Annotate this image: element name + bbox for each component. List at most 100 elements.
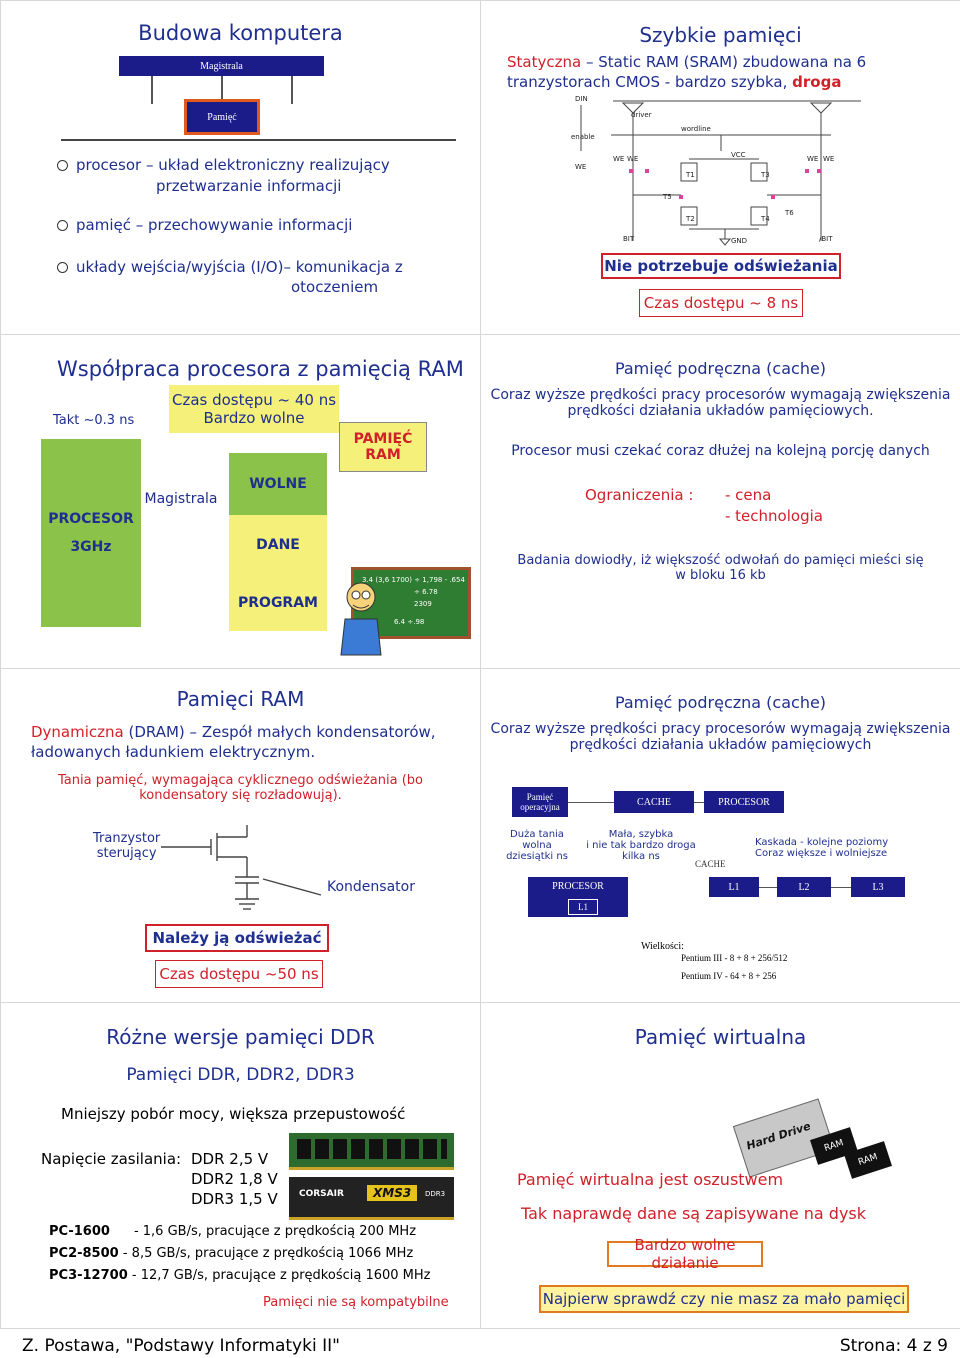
ram-module-image: CORSAIR XMS3 DDR3 xyxy=(289,1133,454,1220)
research-note: Badania dowiodły, iż większość odwołań d… xyxy=(517,553,924,583)
cache-para-2: Procesor musi czekać coraz dłużej na kol… xyxy=(511,443,930,459)
svg-text:WE: WE xyxy=(613,155,624,163)
connector xyxy=(694,802,704,803)
slide-pamieci-ram: Pamięci RAM Dynamiczna (DRAM) – Zespół m… xyxy=(0,668,481,1003)
l1-inner-box: L1 xyxy=(568,899,598,915)
incompat-note: Pamięci nie są kompatybilne xyxy=(263,1295,449,1310)
svg-text:wordline: wordline xyxy=(681,125,711,133)
pentium4-size: Pentium IV - 64 + 8 + 256 xyxy=(681,971,777,981)
limit-price: - cena xyxy=(725,486,772,504)
slide-title: Pamięć podręczna (cache) xyxy=(614,359,827,378)
check-memory-badge: Najpierw sprawdź czy nie masz za mało pa… xyxy=(539,1285,909,1313)
sram-desc-2: tranzystorach CMOS - bardzo szybka, drog… xyxy=(507,73,842,91)
bullet-dot-icon xyxy=(57,262,68,273)
virtual-note-1: Pamięć wirtualna jest oszustwem xyxy=(517,1170,784,1189)
slide-title: Współpraca procesora z pamięcią RAM xyxy=(57,357,464,381)
ram-stick-bottom: CORSAIR XMS3 DDR3 xyxy=(289,1177,454,1220)
slide-title: Pamięci RAM xyxy=(176,687,305,711)
hdd-illustration: Hard Drive RAM RAM xyxy=(732,1098,892,1179)
voltage-ddr2: DDR2 1,8 V xyxy=(191,1170,278,1188)
connector xyxy=(759,887,777,888)
procesor-l1-box: PROCESOR xyxy=(528,877,628,917)
wolne-box: WOLNE xyxy=(229,453,327,515)
cache-box: CACHE xyxy=(614,791,694,813)
no-refresh-badge: Nie potrzebuje odświeżania xyxy=(601,253,841,279)
bullet-pamiec: pamięć – przechowywanie informacji xyxy=(57,216,352,234)
bus-bar: Magistrala xyxy=(119,56,324,76)
slide-ddr: Różne wersje pamięci DDR Pamięci DDR, DD… xyxy=(0,1002,481,1329)
connector xyxy=(831,887,851,888)
svg-text:WE: WE xyxy=(823,155,834,163)
slide-pamiec-wirtualna: Pamięć wirtualna Hard Drive RAM RAM Pami… xyxy=(480,1002,960,1329)
voltage-ddr: DDR 2,5 V xyxy=(191,1150,269,1168)
svg-text:T5: T5 xyxy=(662,193,672,201)
bullet-dot-icon xyxy=(57,160,68,171)
separator xyxy=(61,139,456,141)
board-line: 3.4 (3,6 1700) ÷ 1,798 - .654 xyxy=(362,576,465,584)
voltage-label: Napięcie zasilania: xyxy=(41,1150,182,1168)
bus-arrow-2 xyxy=(221,76,223,104)
svg-text:T1: T1 xyxy=(685,171,695,179)
bullet-procesor-cont: przetwarzanie informacji xyxy=(156,177,342,195)
ram-stick-top xyxy=(289,1133,454,1170)
slide-title: Budowa komputera xyxy=(138,21,343,45)
magistrala-label: Magistrala xyxy=(144,491,218,507)
svg-text:BIT: BIT xyxy=(623,235,635,243)
sram-desc: Statyczna – Static RAM (SRAM) zbudowana … xyxy=(507,53,867,71)
ddr-benefit: Mniejszy pobór mocy, większa przepustowo… xyxy=(61,1105,406,1123)
slide-title: Pamięć wirtualna xyxy=(634,1025,807,1049)
bullet-procesor: procesor – układ elektroniczny realizują… xyxy=(57,156,390,174)
l1-box: L1 xyxy=(709,877,759,897)
svg-text:T4: T4 xyxy=(760,215,770,223)
svg-text:VCC: VCC xyxy=(731,151,746,159)
sizes-label: Wielkości: xyxy=(641,941,684,952)
pentium3-size: Pentium III - 8 + 8 + 256/512 xyxy=(681,953,788,963)
slide-subtitle: Pamięci DDR, DDR2, DDR3 xyxy=(126,1065,355,1085)
slide-title: Różne wersje pamięci DDR xyxy=(106,1025,375,1049)
program-box: PROGRAM xyxy=(229,575,327,631)
slide-cache-1: Pamięć podręczna (cache) Coraz wyższe pr… xyxy=(480,334,960,669)
spec-pc3-12700: PC3-12700 - 12,7 GB/s, pracujące z prędk… xyxy=(49,1268,431,1283)
board-line: 2309 xyxy=(414,600,432,608)
svg-text:T6: T6 xyxy=(784,209,794,217)
memory-box: Pamięć xyxy=(184,99,260,135)
virtual-note-2: Tak naprawdę dane są zapisywane na dysk xyxy=(521,1204,867,1223)
dane-box: DANE xyxy=(229,515,327,575)
svg-text:T2: T2 xyxy=(685,215,695,223)
cache-para-1: Coraz wyższe prędkości pracy procesorów … xyxy=(490,387,951,419)
l2-box: L2 xyxy=(777,877,831,897)
slide-cache-2: Pamięć podręczna (cache) Coraz wyższe pr… xyxy=(480,668,960,1003)
dram-desc: Dynamiczna (DRAM) – Zespół małych konden… xyxy=(31,723,436,741)
voltage-ddr3: DDR3 1,5 V xyxy=(191,1190,278,1208)
slide-title: Szybkie pamięci xyxy=(639,23,802,47)
footer-right: Strona: 4 z 9 xyxy=(839,1336,948,1356)
procesor-box: PROCESOR xyxy=(704,791,784,813)
limits-label: Ograniczenia : xyxy=(585,486,694,504)
xms-logo: XMS3 xyxy=(367,1185,418,1201)
footer-left: Z. Postawa, "Podstawy Informatyki II" xyxy=(22,1336,340,1356)
l3-box: L3 xyxy=(851,877,905,897)
access-time-badge: Czas dostępu ~ 8 ns xyxy=(639,289,803,317)
slide-budowa-komputera: Budowa komputera Magistrala Pamięć proce… xyxy=(0,0,481,335)
access-time-badge: Czas dostępu ~50 ns xyxy=(155,960,323,988)
capacitor-label: Kondensator xyxy=(327,879,415,895)
slow-badge: Bardzo wolne działanie xyxy=(607,1236,763,1272)
bullet-dot-icon xyxy=(57,220,68,231)
bus-arrow-3 xyxy=(291,76,293,104)
cache-caption: CACHE xyxy=(695,859,726,869)
svg-text:WE: WE xyxy=(575,163,586,171)
spec-pc2-8500: PC2-8500 - 8,5 GB/s, pracujące z prędkoś… xyxy=(49,1246,414,1261)
cheap-note: Tania pamięć, wymagająca cyklicznego odś… xyxy=(58,773,423,803)
svg-text:T3: T3 xyxy=(760,171,770,179)
svg-text:enable: enable xyxy=(571,133,595,141)
board-line: ÷ 6.78 xyxy=(414,588,438,596)
takt-label: Takt ~0.3 ns xyxy=(53,413,135,428)
refresh-badge: Należy ją odświeżać xyxy=(145,924,329,952)
